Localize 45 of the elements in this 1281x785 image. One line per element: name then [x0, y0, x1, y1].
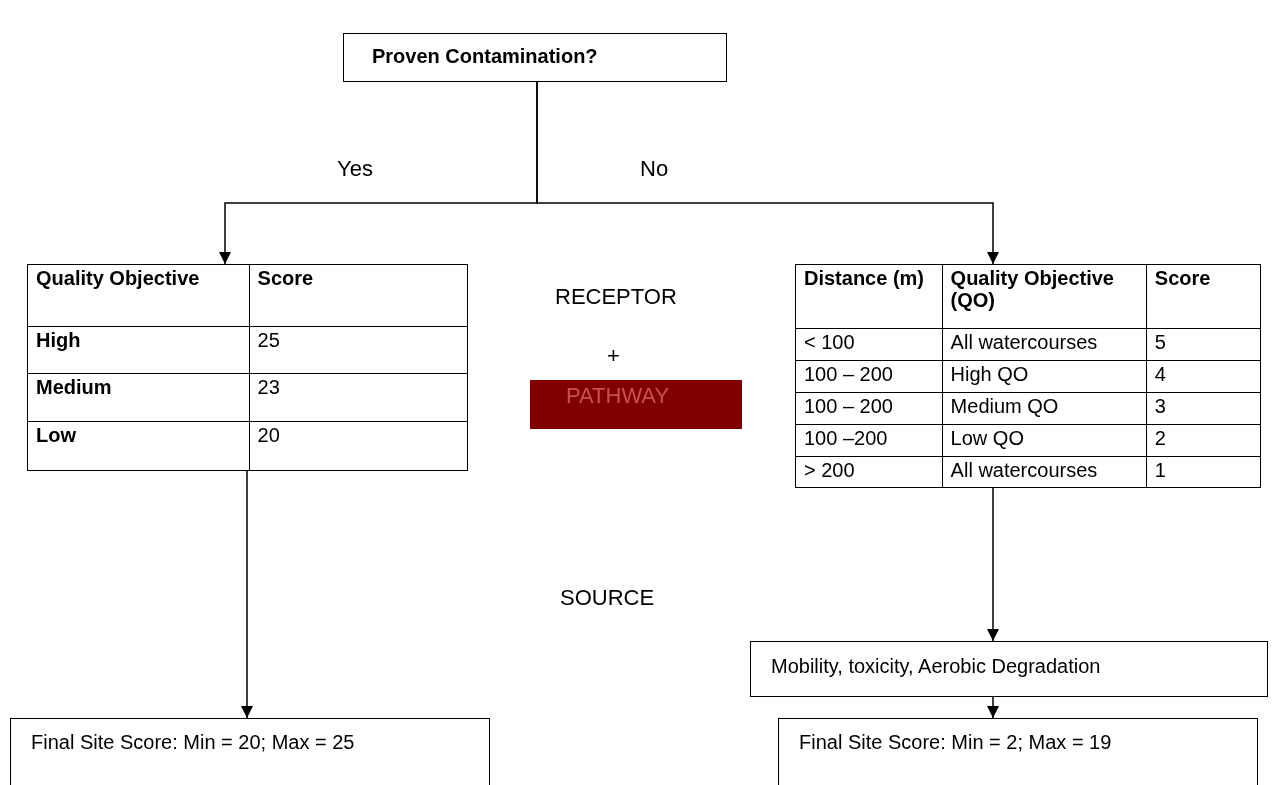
- table-cell: Score: [1146, 264, 1261, 329]
- arrow: [536, 81, 999, 265]
- table-cell: < 100: [795, 328, 943, 361]
- table-cell: 23: [249, 373, 468, 422]
- table-cell: Low QO: [942, 424, 1147, 457]
- table-cell: > 200: [795, 456, 943, 488]
- table-cell: Quality Objective: [27, 264, 250, 327]
- node-text: Final Site Score: Min = 2; Max = 19: [799, 731, 1112, 754]
- table-cell: Medium QO: [942, 392, 1147, 425]
- table-cell: 100 –200: [795, 424, 943, 457]
- arrow: [241, 469, 253, 719]
- arrow: [987, 696, 999, 719]
- table-cell: All watercourses: [942, 328, 1147, 361]
- process-box: [750, 641, 1268, 697]
- pathway-label: PATHWAY: [566, 383, 670, 409]
- table-cell: 100 – 200: [795, 392, 943, 425]
- score-table: [27, 264, 468, 470]
- table-cell: High: [27, 326, 250, 374]
- table-cell: 20: [249, 421, 468, 471]
- table-cell: Score: [249, 264, 468, 327]
- table-cell: 100 – 200: [795, 360, 943, 393]
- table-cell: 4: [1146, 360, 1261, 393]
- table-cell: 3: [1146, 392, 1261, 425]
- table-cell: Low: [27, 421, 250, 471]
- label-text: SOURCE: [560, 585, 655, 611]
- table-cell: High QO: [942, 360, 1147, 393]
- node-text: Proven Contamination?: [372, 45, 598, 68]
- table-cell: 2: [1146, 424, 1261, 457]
- table-cell: 1: [1146, 456, 1261, 488]
- distance-score-table: [795, 264, 1261, 487]
- table-cell: All watercourses: [942, 456, 1147, 488]
- node-text: Final Site Score: Min = 20; Max = 25: [31, 731, 355, 754]
- decision-box: [343, 33, 727, 82]
- table-cell: Distance (m): [795, 264, 943, 329]
- table-cell: 5: [1146, 328, 1261, 361]
- result-box: [778, 718, 1258, 785]
- table-cell: Quality Objective (QO): [942, 264, 1147, 329]
- arrow: [987, 486, 999, 642]
- table-cell: Medium: [27, 373, 250, 422]
- label-text: +: [607, 343, 620, 369]
- result-box: [10, 718, 490, 785]
- node-text: Mobility, toxicity, Aerobic Degradation: [771, 655, 1101, 678]
- table-cell: 25: [249, 326, 468, 374]
- label-text: RECEPTOR: [555, 284, 677, 310]
- pathway-box: [530, 380, 742, 429]
